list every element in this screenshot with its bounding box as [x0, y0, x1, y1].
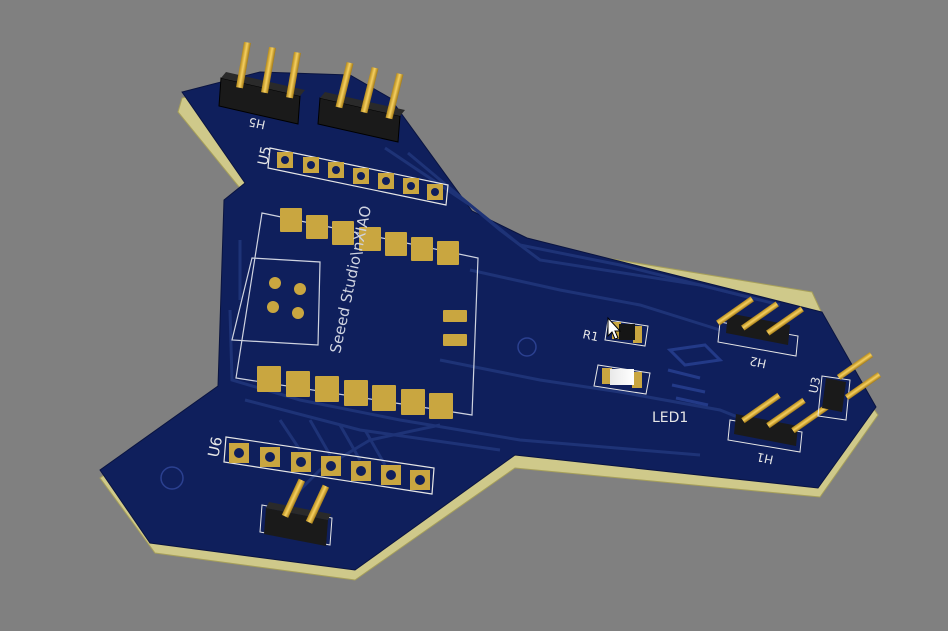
arrow-cursor-icon — [607, 316, 622, 340]
u6-pin-row: U6 — [204, 435, 435, 495]
usb-pads — [267, 277, 306, 319]
module-side-pads — [443, 310, 467, 346]
bottom-header — [259, 478, 333, 546]
h1-label: H1 — [755, 450, 774, 467]
h1-header: H1 — [727, 392, 831, 467]
led1-label: LED1 — [652, 410, 688, 426]
u5-pin-row: U5 — [255, 145, 449, 206]
u3-header: U3 — [806, 352, 882, 421]
top-header-right — [317, 61, 405, 143]
u6-label: U6 — [204, 435, 226, 459]
module-bottom-pads — [257, 366, 453, 419]
r1-label: R1 — [581, 327, 600, 344]
board-top-surface — [99, 71, 877, 571]
u5-label: U5 — [255, 145, 275, 167]
mounting-holes — [160, 337, 537, 490]
h2-label: H2 — [748, 354, 767, 371]
u3-label: U3 — [806, 376, 823, 395]
h2-header: H2 — [716, 296, 804, 371]
module-top-pads — [280, 208, 459, 265]
board-logo — [666, 343, 724, 407]
h5-header: H5 — [218, 41, 305, 132]
h5-label: H5 — [247, 115, 266, 132]
led1: LED1 — [593, 364, 688, 426]
